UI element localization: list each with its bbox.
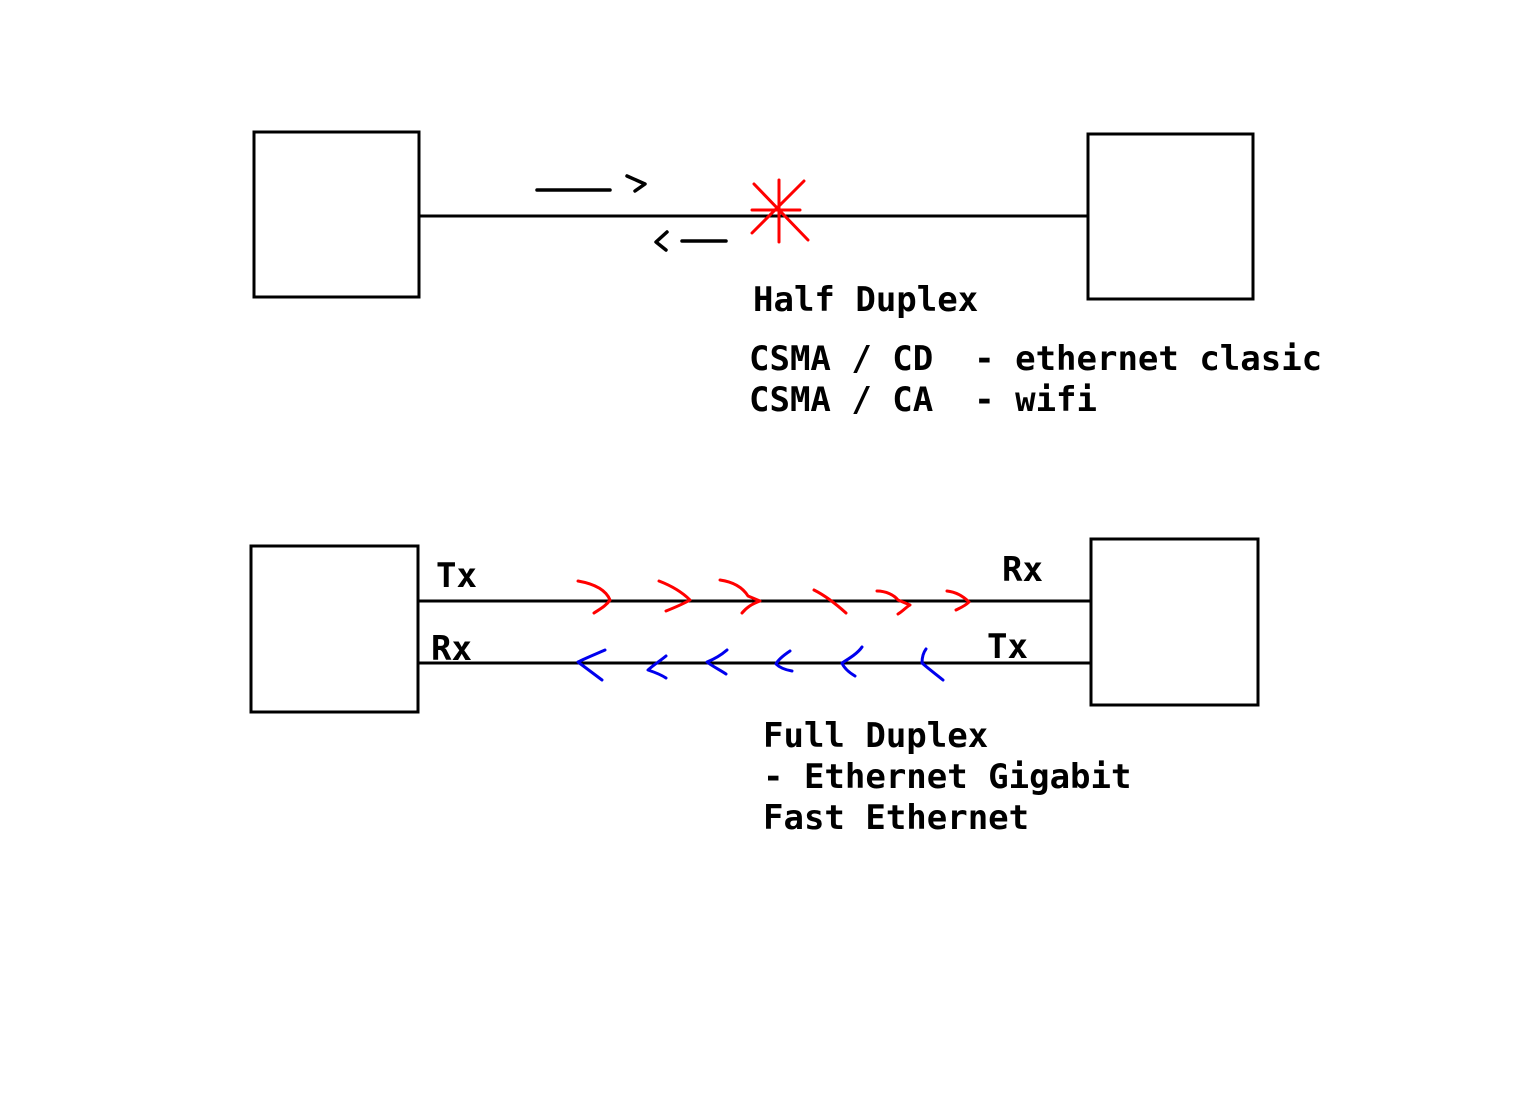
chevron-right-icon [875, 589, 912, 616]
chevron-left-icon [576, 648, 607, 682]
chevron-right-icon [576, 579, 612, 615]
left-arrow-icon [654, 230, 728, 252]
chevron-left-icon [705, 648, 729, 676]
chevron-right-icon [945, 589, 971, 612]
right-rx-label: Rx [1002, 550, 1043, 590]
half-duplex-right-node [1086, 132, 1255, 301]
chevron-left-icon [840, 645, 864, 678]
full-duplex-left-node [249, 544, 420, 714]
half-duplex-left-node [252, 130, 421, 299]
chevron-right-icon [657, 579, 692, 613]
full-duplex-section: Tx Rx Rx Tx Full Duplex - Ethernet Gigab… [249, 537, 1260, 838]
right-arrow-icon [535, 174, 647, 193]
chevron-right-icon [718, 578, 762, 615]
backward-chevrons [576, 645, 945, 682]
full-duplex-right-node [1089, 537, 1260, 707]
protocol-csma-cd: CSMA / CD - ethernet clasic [749, 339, 1322, 379]
forward-chevrons [576, 578, 971, 616]
example-ethernet-gigabit: - Ethernet Gigabit [763, 757, 1131, 797]
half-duplex-title: Half Duplex [753, 280, 978, 320]
chevron-right-icon [812, 588, 848, 615]
full-duplex-title: Full Duplex [763, 716, 988, 756]
chevron-left-icon [774, 649, 794, 673]
chevron-left-icon [646, 654, 668, 680]
protocol-csma-ca: CSMA / CA - wifi [749, 380, 1097, 420]
half-duplex-section: Half Duplex CSMA / CD - ethernet clasic … [252, 130, 1322, 420]
example-fast-ethernet: Fast Ethernet [763, 798, 1029, 838]
chevron-left-icon [920, 647, 945, 682]
collision-star-icon [750, 178, 810, 244]
left-rx-label: Rx [431, 629, 472, 669]
right-tx-label: Tx [987, 627, 1028, 667]
left-tx-label: Tx [436, 556, 477, 596]
